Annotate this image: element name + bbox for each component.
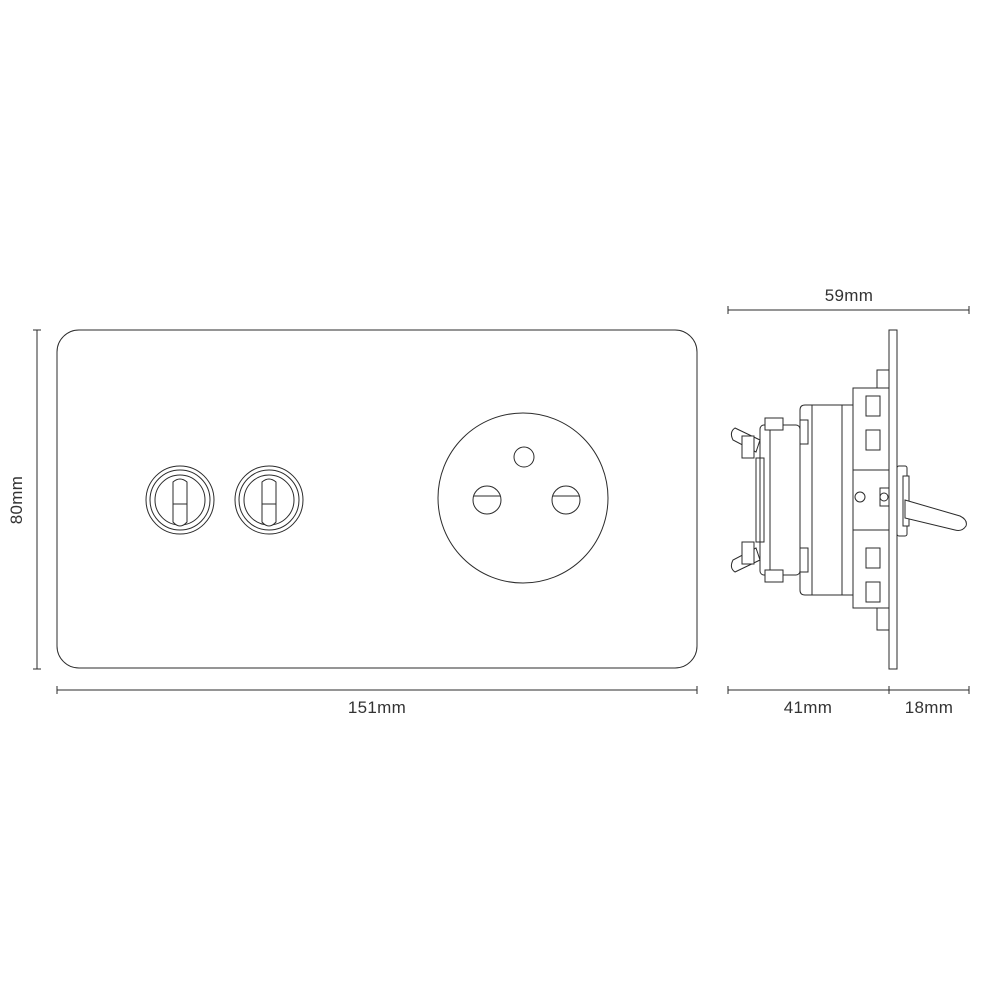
dimension-width: 151mm bbox=[56, 686, 698, 717]
face-plate bbox=[56, 329, 698, 669]
dimension-depth-body-label: 41mm bbox=[784, 698, 832, 717]
side-mounting-frame bbox=[852, 369, 890, 631]
socket-hole-right bbox=[551, 485, 581, 515]
toggle-switch-2 bbox=[234, 465, 304, 535]
toggle-switch-1 bbox=[145, 465, 215, 535]
dimension-depth-body: 41mm bbox=[727, 686, 890, 717]
dimension-width-label: 151mm bbox=[348, 698, 406, 717]
side-toggle-lever bbox=[896, 465, 967, 537]
side-terminal-screws bbox=[730, 427, 761, 573]
socket-outlet bbox=[437, 412, 609, 584]
dimension-depth-total: 59mm bbox=[727, 286, 970, 314]
earth-pin bbox=[513, 446, 535, 468]
socket-hole-left bbox=[472, 485, 502, 515]
dimension-depth-total-label: 59mm bbox=[825, 286, 873, 305]
side-terminal-block bbox=[755, 417, 801, 583]
dimension-depth-front-label: 18mm bbox=[905, 698, 953, 717]
side-view bbox=[730, 329, 967, 670]
front-view bbox=[56, 329, 698, 669]
side-face-plate bbox=[888, 329, 898, 670]
side-mechanism-body bbox=[799, 404, 854, 596]
dimension-height: 80mm bbox=[7, 329, 41, 670]
dimension-depth-front: 18mm bbox=[889, 686, 970, 717]
dimension-height-label: 80mm bbox=[7, 476, 26, 524]
